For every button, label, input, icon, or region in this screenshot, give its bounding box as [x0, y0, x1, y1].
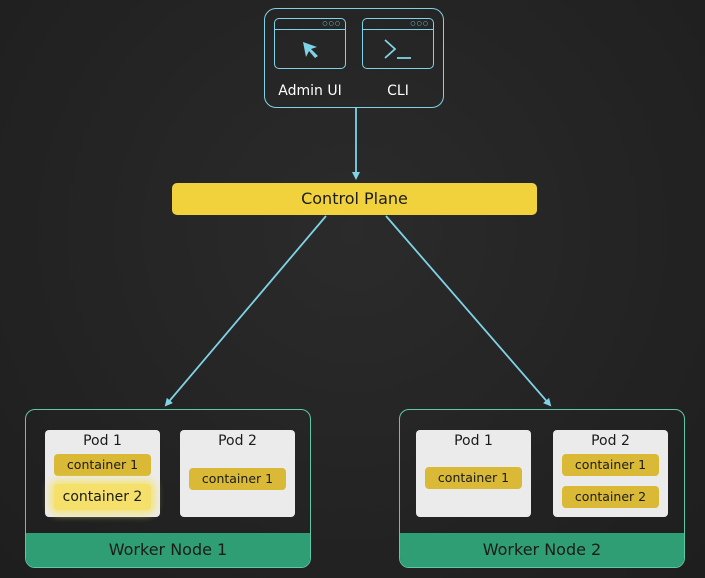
cli-label: CLI	[387, 83, 409, 99]
window-controls-icon: ○○○	[322, 20, 341, 27]
pod-1: Pod 1 container 1 container 2	[45, 430, 160, 517]
pod-title: Pod 1	[83, 433, 122, 449]
arrow-control-plane-to-node-1	[164, 215, 327, 407]
container-item: container 1	[562, 454, 659, 476]
worker-node-1: Pod 1 container 1 container 2 Pod 2 cont…	[25, 409, 311, 568]
control-plane: Control Plane	[172, 183, 537, 215]
pod-1: Pod 1 container 1	[416, 430, 531, 517]
container-item-highlighted: container 2	[54, 484, 151, 510]
container-item: container 2	[562, 486, 659, 508]
pod-2: Pod 2 container 1 container 2	[553, 430, 668, 517]
container-item: container 1	[425, 467, 522, 489]
admin-ui-label: Admin UI	[278, 83, 342, 99]
cursor-icon	[303, 42, 318, 58]
pod-title: Pod 2	[591, 433, 630, 449]
window-controls-icon: ○○○	[410, 20, 429, 27]
worker-node-label: Worker Node 2	[400, 533, 684, 567]
arrow-control-plane-to-node-2	[385, 215, 552, 407]
container-item: container 1	[189, 468, 286, 490]
container-item: container 1	[54, 454, 151, 476]
client-group: ○○○ ○○○ Admin UI CLI	[264, 8, 444, 108]
terminal-prompt-icon	[384, 39, 411, 59]
worker-node-2: Pod 1 container 1 Pod 2 container 1 cont…	[399, 409, 685, 568]
pod-title: Pod 2	[218, 433, 257, 449]
admin-ui-window: ○○○	[274, 18, 346, 69]
worker-node-label: Worker Node 1	[26, 533, 310, 567]
pod-title: Pod 1	[454, 433, 493, 449]
cli-window: ○○○	[362, 18, 434, 69]
pod-2: Pod 2 container 1	[180, 430, 295, 517]
